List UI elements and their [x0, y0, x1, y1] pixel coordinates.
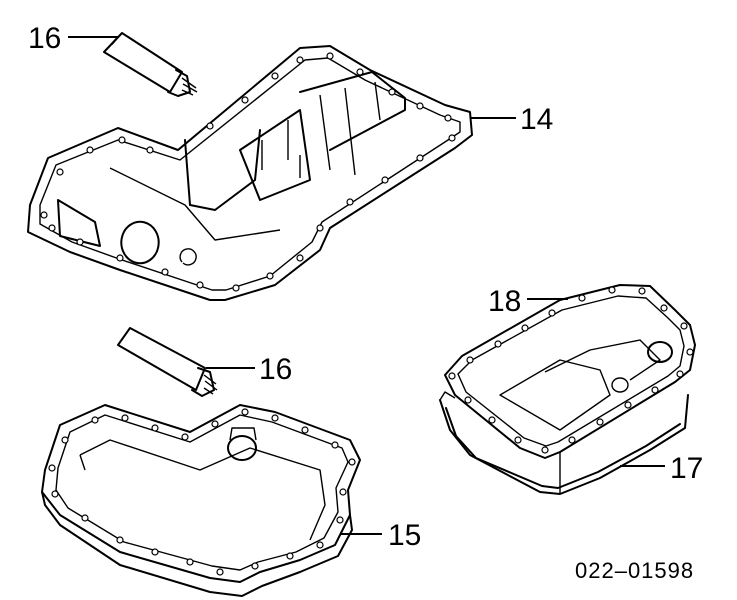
transmission-pan [439, 391, 689, 495]
transmission-pan-gasket [444, 284, 696, 459]
upper-oil-pan [27, 45, 473, 301]
callout-14: 14 [520, 103, 553, 136]
sealant-tube-top [103, 32, 198, 97]
callout-18: 18 [488, 285, 521, 318]
diagram-part-number: 022–01598 [575, 558, 694, 583]
callout-16-middle: 16 [259, 353, 292, 386]
lower-oil-pan [41, 404, 361, 597]
callout-15: 15 [388, 519, 421, 552]
callout-17: 17 [670, 452, 703, 485]
callout-16-top: 16 [28, 22, 61, 55]
sealant-tube-middle [117, 327, 218, 397]
